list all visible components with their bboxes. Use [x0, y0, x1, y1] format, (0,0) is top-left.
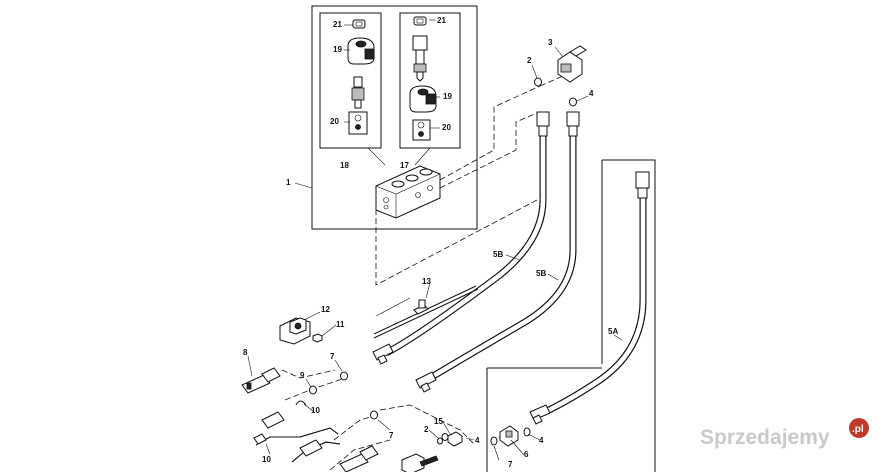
right-inset-parts	[409, 16, 437, 141]
callout-9: 9	[300, 371, 305, 380]
callout-5b-right: 5B	[536, 269, 546, 278]
watermark-badge-text: .pl	[852, 424, 864, 435]
callout-13: 13	[422, 277, 431, 286]
callout-4-lower-left: 4	[475, 436, 480, 445]
callout-labels: 1 21 19 20 18 17 21 19 20 2 3 4 5B 5B 5A…	[243, 16, 618, 469]
callout-7-lower: 7	[508, 460, 513, 469]
callout-21-right: 21	[437, 16, 446, 25]
callout-6: 6	[524, 450, 529, 459]
callout-15: 15	[434, 417, 443, 426]
callout-1: 1	[286, 178, 291, 187]
callout-4-lower-right: 4	[539, 436, 544, 445]
callout-19-right: 19	[443, 92, 452, 101]
callout-5b-left: 5B	[493, 250, 503, 259]
callout-20-left: 20	[330, 117, 339, 126]
callout-2-top: 2	[527, 56, 532, 65]
callout-4-top: 4	[589, 89, 594, 98]
callout-leaders	[247, 19, 623, 461]
callout-11: 11	[336, 320, 345, 329]
callout-8: 8	[243, 348, 248, 357]
callout-17: 17	[400, 161, 409, 170]
callout-21-left: 21	[333, 20, 342, 29]
upper-fittings	[534, 45, 587, 107]
callout-20-right: 20	[442, 123, 451, 132]
manifold-block	[375, 165, 441, 219]
callout-12: 12	[321, 305, 330, 314]
callout-19-left: 19	[333, 45, 342, 54]
watermark-text: Sprzedajemy	[700, 426, 830, 449]
callout-7-middle: 7	[389, 431, 394, 440]
callout-10-upper: 10	[311, 406, 320, 415]
watermark-logo: Sprzedajemy .pl	[700, 418, 869, 449]
left-inset-parts	[347, 19, 375, 135]
callout-18: 18	[340, 161, 349, 170]
hose-5b-pair	[372, 111, 580, 393]
watermark-badge	[849, 418, 869, 438]
callout-2-bottom: 2	[424, 425, 429, 434]
callout-3: 3	[548, 38, 553, 47]
hose-5a-frame	[486, 159, 656, 472]
inset-leaders	[367, 147, 431, 166]
lower-left-parts	[241, 285, 479, 472]
callout-7-upper: 7	[330, 352, 335, 361]
callout-10-lower: 10	[262, 455, 271, 464]
callout-5a: 5A	[608, 327, 618, 336]
